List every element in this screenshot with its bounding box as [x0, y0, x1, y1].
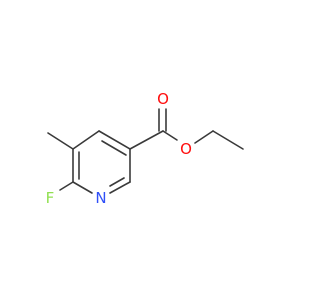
fluorine-label: F — [46, 189, 55, 207]
bond-ch2-ch3 — [212, 130, 244, 150]
bond-carbonyl-ester-oxygen — [162, 130, 178, 141]
bond-c5-methyl — [47, 132, 74, 150]
bond-c4-c5 — [72, 130, 100, 150]
bond-c6-n1 — [72, 181, 93, 194]
bond-n1-c2 — [109, 181, 131, 194]
molecule-structure: O O N F — [46, 90, 244, 207]
bond-c6-fluorine — [59, 181, 74, 191]
bond-c3-c4-inner — [101, 140, 127, 156]
oxygen-carbonyl-label: O — [157, 90, 169, 108]
bond-ester-oxygen-ch2 — [194, 130, 214, 144]
bond-n1-c2-inner — [109, 177, 125, 187]
bond-c3-c4 — [98, 130, 131, 150]
bond-c3-carbonyl-carbon — [129, 130, 164, 150]
nitrogen-label: N — [95, 189, 106, 207]
oxygen-ester-label: O — [180, 140, 192, 158]
